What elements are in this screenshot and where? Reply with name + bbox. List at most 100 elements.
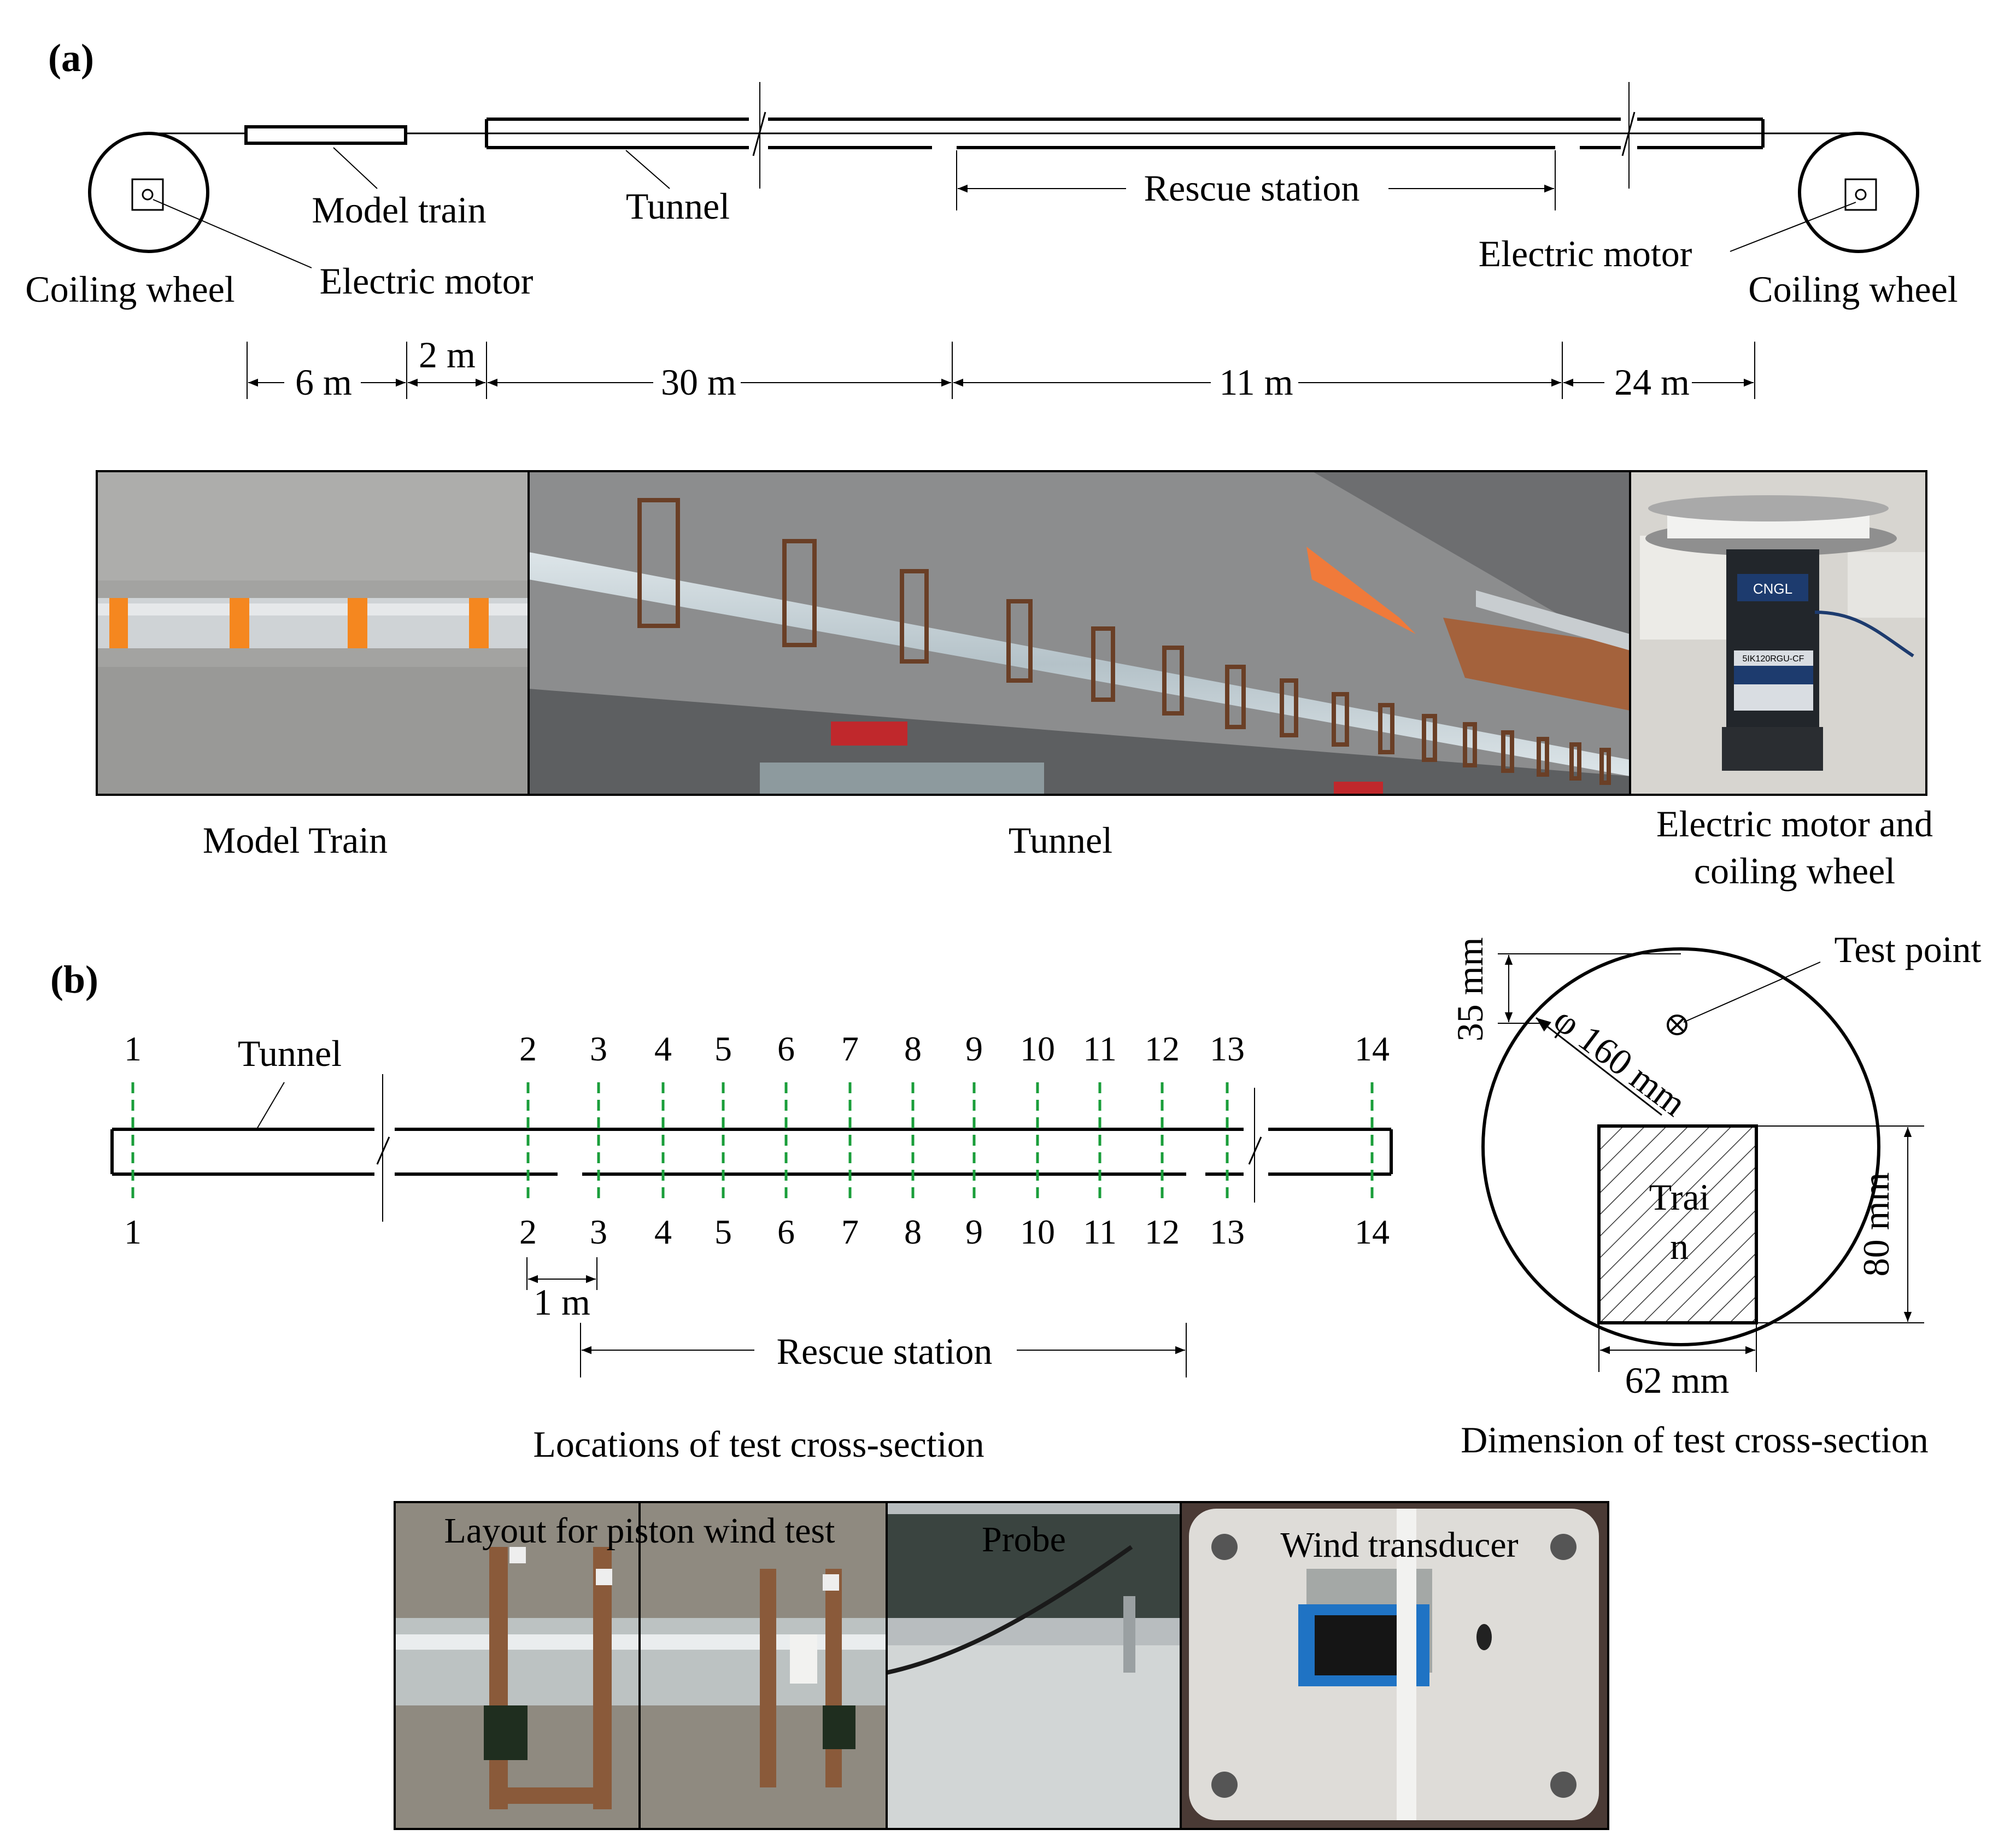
electric-motor-left-box — [131, 178, 164, 211]
frame — [1091, 626, 1115, 702]
caption-locations: Locations of test cross-section — [533, 1423, 984, 1465]
frame-right — [825, 1569, 842, 1787]
floor-pipe — [760, 763, 1044, 795]
screw-hole — [1211, 1534, 1238, 1560]
break-slash-left — [752, 112, 766, 156]
pipe — [1443, 618, 1630, 711]
sensor-box — [823, 1574, 839, 1591]
frame — [1378, 703, 1394, 754]
section-number-top-1: 1 — [124, 1029, 142, 1068]
frame-left — [593, 1547, 612, 1809]
dim-35-label: 35 mm — [1449, 937, 1491, 1042]
break-slash-b-left — [376, 1136, 390, 1165]
photo-caption-model-train: Model Train — [203, 819, 388, 861]
motor-hub-right — [1855, 189, 1867, 201]
coiling-wheel-left — [88, 132, 209, 253]
orange-tape — [109, 598, 128, 648]
frame — [1332, 692, 1349, 747]
dim-label-bg — [1211, 362, 1298, 400]
tunnel-label-b: Tunnel — [238, 1033, 342, 1074]
section-number-bottom-7: 7 — [841, 1212, 859, 1251]
section-number-bottom-1: 1 — [124, 1212, 142, 1251]
rescue-station-label-a: Rescue station — [1144, 167, 1360, 209]
section-number-top-9: 9 — [965, 1029, 983, 1068]
photo-caption-tunnel: Tunnel — [1009, 819, 1112, 861]
battery — [484, 1705, 528, 1760]
photo-caption-motor-line1: Electric motor and — [1656, 803, 1933, 845]
section-number-top-8: 8 — [904, 1029, 922, 1068]
motor-hub-left — [142, 189, 154, 201]
motor-label-band — [1734, 666, 1813, 684]
photo-label-probe: Probe — [982, 1520, 1066, 1559]
photo-border — [1629, 470, 1927, 796]
frame — [1569, 742, 1581, 781]
electric-motor-left-label: Electric motor — [320, 260, 534, 302]
train-label-line1: Trai — [1649, 1176, 1710, 1218]
section-number-bottom-2: 2 — [519, 1212, 537, 1251]
dim-62-label: 62 mm — [1625, 1359, 1730, 1401]
orange-support — [1306, 547, 1416, 634]
motor-cable — [1814, 611, 1914, 658]
motor-base — [1722, 727, 1823, 771]
test-point-x2 — [1669, 1017, 1685, 1033]
dim-label-bg — [653, 362, 741, 400]
break-slash-b-right — [1248, 1136, 1262, 1165]
section-number-top-3: 3 — [590, 1029, 607, 1068]
frame — [1006, 599, 1033, 683]
dim-label-30m: 30 m — [661, 361, 736, 403]
dim-label-2m: 2 m — [419, 334, 476, 376]
dim-label-24m: 24 m — [1614, 361, 1690, 403]
dim-diameter-arrow — [1536, 1017, 1662, 1116]
photo-caption-motor-line2: coiling wheel — [1694, 850, 1895, 892]
transducer-sensor — [1315, 1615, 1410, 1675]
rescue-label-bg-b — [754, 1328, 1017, 1372]
caption-dimension: Dimension of test cross-section — [1461, 1419, 1929, 1461]
coiling-wheel-right — [1798, 132, 1919, 253]
leader-tunnel-b — [256, 1082, 285, 1129]
photo-label-transducer: Wind transducer — [1280, 1525, 1518, 1565]
coiling-wheel-top — [1648, 495, 1889, 521]
screw-hole — [1550, 1534, 1577, 1560]
section-number-top-12: 12 — [1145, 1029, 1180, 1068]
frame — [1599, 748, 1611, 785]
frame — [1537, 737, 1549, 777]
cross-section-drawing — [1481, 947, 1924, 1372]
test-point-label: Test point — [1834, 929, 1981, 970]
leader-tunnel — [625, 150, 670, 189]
zip-tie — [1397, 1509, 1416, 1820]
vent-hole — [1476, 1624, 1492, 1650]
dim-label-6m: 6 m — [295, 361, 352, 403]
screw-hole — [1211, 1772, 1238, 1798]
train-label-line2: n — [1670, 1226, 1689, 1267]
tube-clear — [887, 1645, 1181, 1829]
section-number-bottom-10: 10 — [1020, 1212, 1055, 1251]
motor-label-top — [1737, 574, 1808, 601]
cable-box — [1848, 552, 1926, 618]
panel-b-schematic — [110, 1074, 1393, 1377]
rescue-station-label-b: Rescue station — [777, 1330, 993, 1372]
orange-tape — [230, 598, 249, 648]
section-number-top-14: 14 — [1355, 1029, 1390, 1068]
train-cross-section — [1597, 1124, 1758, 1324]
dim-label-bg — [284, 362, 361, 400]
rescue-label-bg-a — [1126, 164, 1388, 208]
sensor-box — [509, 1547, 526, 1563]
photo-probe — [886, 1502, 1181, 1829]
leader-model-train — [333, 147, 378, 189]
frame — [1280, 678, 1298, 737]
orange-tape — [348, 598, 367, 648]
section-number-top-10: 10 — [1020, 1029, 1055, 1068]
section-number-top-7: 7 — [841, 1029, 859, 1068]
photo-label-layout: Layout for piston wind test — [444, 1511, 835, 1551]
frame-right — [760, 1569, 776, 1787]
section-number-top-5: 5 — [714, 1029, 732, 1068]
photo-strip-border — [394, 1501, 1609, 1830]
photo-layout — [395, 1502, 887, 1829]
section-number-top-4: 4 — [654, 1029, 672, 1068]
dim-label-bg — [1604, 362, 1692, 400]
frame — [900, 569, 929, 664]
frame — [1422, 714, 1437, 762]
frame — [1501, 730, 1514, 773]
